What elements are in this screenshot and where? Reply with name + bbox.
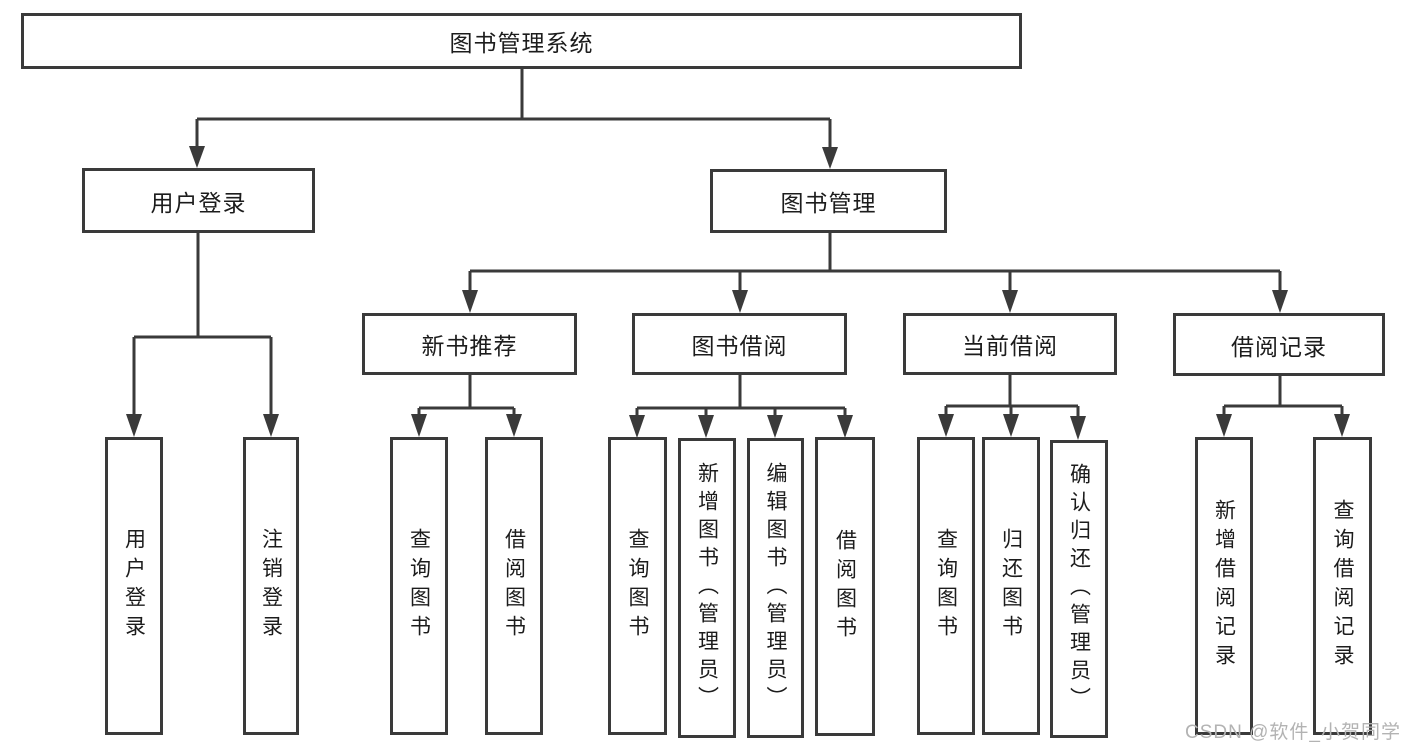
node-leaf-br-query-record: 查询借阅记录 — [1313, 437, 1372, 735]
node-new-book-recommend: 新书推荐 — [362, 313, 577, 375]
node-leaf-bb-edit-book-admin: 编辑图书（管理员） — [747, 438, 804, 738]
node-leaf-nbr-query-book: 查询图书 — [390, 437, 448, 735]
watermark-text: CSDN @软件_小贺同学 — [1185, 722, 1401, 743]
connector-user-login-stems — [132, 337, 273, 416]
node-leaf-cb-confirm-return-admin: 确认归还（管理员） — [1050, 440, 1108, 738]
node-label: 新增借阅记录 — [1212, 499, 1236, 673]
arrow-to-new-book-rec — [462, 290, 478, 313]
node-label: 新增图书（管理员） — [695, 462, 719, 714]
arrow-bb-edit — [767, 415, 783, 438]
node-book-borrowing: 图书借阅 — [632, 313, 847, 375]
arrow-cb-confirm — [1070, 416, 1086, 440]
node-label: 查询图书 — [626, 528, 650, 644]
connector-book-mgmt-split — [470, 233, 1280, 273]
arrow-bb-borrow — [837, 415, 853, 438]
arrow-br-add — [1216, 414, 1232, 437]
connector-current-borrow-split — [946, 375, 1078, 408]
node-label: 借阅图书 — [833, 528, 857, 645]
arrow-nbr-query — [411, 414, 427, 437]
arrow-to-book-borrow — [732, 290, 748, 313]
node-leaf-logout: 注销登录 — [243, 437, 299, 735]
node-label: 查询图书 — [407, 528, 431, 644]
connector-book-mgmt-stems — [468, 271, 1282, 292]
connector-root-stems — [195, 119, 832, 149]
connector-new-book-rec-split — [419, 375, 514, 410]
node-label: 确认归还（管理员） — [1067, 463, 1091, 715]
arrow-to-book-mgmt — [822, 147, 838, 169]
arrow-to-current-borrow — [1002, 290, 1018, 313]
node-library-management-system: 图书管理系统 — [21, 13, 1022, 69]
connector-book-borrow-split — [637, 375, 845, 410]
node-leaf-br-add-record: 新增借阅记录 — [1195, 437, 1253, 735]
node-label: 查询借阅记录 — [1331, 499, 1355, 673]
arrow-to-leaf-logout — [263, 414, 279, 437]
node-leaf-user-login: 用户登录 — [105, 437, 163, 735]
arrow-br-query — [1334, 414, 1350, 437]
connector-borrow-records-split — [1224, 375, 1342, 408]
arrow-to-user-login — [189, 146, 205, 168]
node-borrowing-records: 借阅记录 — [1173, 313, 1385, 376]
connector-book-borrow-stems — [635, 408, 847, 417]
connector-root-split — [197, 69, 830, 121]
arrow-cb-query — [938, 414, 954, 437]
connector-user-login-split — [134, 233, 271, 339]
node-leaf-cb-query-book: 查询图书 — [917, 437, 975, 735]
node-leaf-cb-return-book: 归还图书 — [982, 437, 1040, 735]
node-label: 编辑图书（管理员） — [764, 462, 788, 714]
node-label: 归还图书 — [999, 528, 1023, 644]
arrow-to-leaf-user-login — [126, 414, 142, 437]
node-leaf-bb-borrow-book: 借阅图书 — [815, 437, 875, 736]
node-leaf-bb-query-book: 查询图书 — [608, 437, 667, 735]
arrow-cb-return — [1003, 414, 1019, 437]
node-label: 注销登录 — [259, 528, 283, 644]
arrow-bb-add — [698, 415, 714, 438]
node-leaf-bb-add-book-admin: 新增图书（管理员） — [678, 438, 736, 738]
node-book-management-branch: 图书管理 — [710, 169, 947, 233]
node-label: 查询图书 — [934, 528, 958, 644]
node-label: 借阅图书 — [502, 528, 526, 644]
arrow-to-borrow-records — [1272, 290, 1288, 313]
node-label: 用户登录 — [122, 528, 146, 644]
arrow-bb-query — [629, 415, 645, 438]
node-user-login-branch: 用户登录 — [82, 168, 315, 233]
node-leaf-nbr-borrow-book: 借阅图书 — [485, 437, 543, 735]
arrow-nbr-borrow — [506, 414, 522, 437]
node-current-borrowing: 当前借阅 — [903, 313, 1117, 375]
